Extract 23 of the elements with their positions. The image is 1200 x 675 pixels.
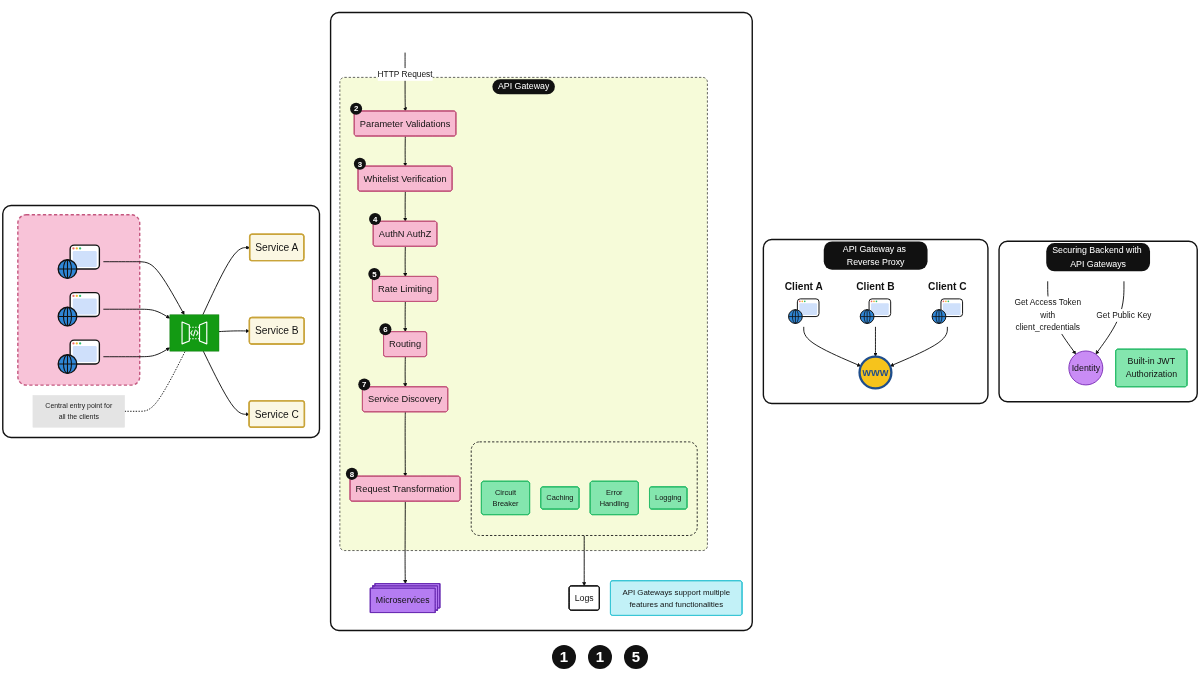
step-number: 5	[624, 645, 648, 669]
step-number: 3	[353, 157, 366, 170]
node-text: Client A	[784, 280, 823, 293]
step-number: 6	[379, 323, 392, 336]
node-picture	[169, 314, 220, 352]
step-number: 5	[368, 268, 381, 281]
step-number: 1	[588, 645, 612, 669]
node-circle: Identity	[1068, 350, 1104, 386]
step-number: 8	[345, 467, 358, 480]
cluster	[470, 441, 698, 536]
node-circle: WWW	[858, 355, 893, 390]
edge-label: HTTP Request	[377, 69, 433, 79]
step-number: 4	[369, 212, 382, 225]
edge-label: Get Public Key	[1096, 310, 1152, 320]
cluster	[17, 214, 141, 386]
step-number: 7	[358, 378, 371, 391]
node-text: Client C	[928, 280, 967, 293]
cluster	[329, 11, 753, 632]
step-number: 2	[350, 102, 363, 115]
step-number: 1	[552, 645, 576, 669]
cluster	[2, 204, 321, 439]
edge-label: Get Access Token with client_credentials	[1014, 297, 1082, 333]
node-text: Client B	[856, 280, 895, 293]
